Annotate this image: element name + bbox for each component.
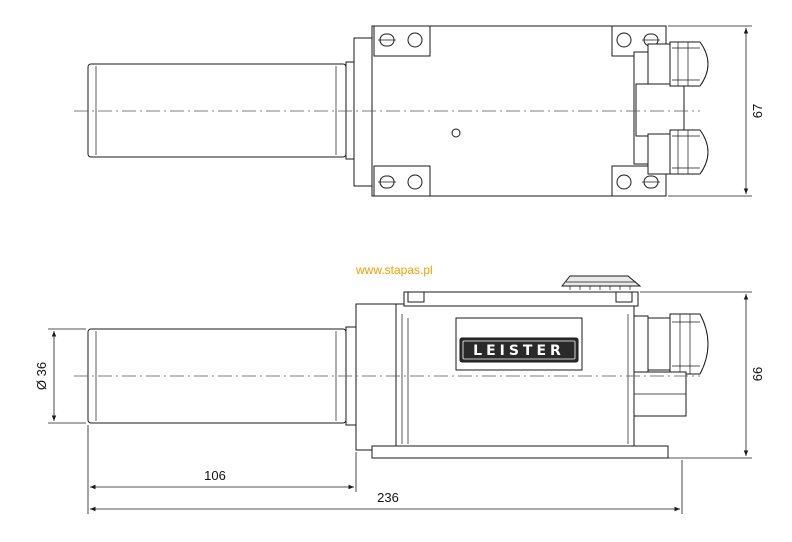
dimension-tube-length: 106 [204,468,226,483]
flange-side [355,303,397,451]
dimension-tube-diameter: Ø 36 [34,362,49,390]
dimension-side-height: 66 [750,367,765,381]
cable-gland-side [647,317,671,371]
side-view: LEISTER 66 Ø 36 106 236 [34,275,765,514]
top-view: 67 [74,25,765,197]
brand-label: LEISTER [473,343,565,359]
top-fitting [560,275,642,287]
heating-tube-top [87,63,347,158]
cable-gland-upper [647,43,671,85]
dimension-top-height: 67 [750,104,765,118]
cable-gland-lower [647,133,671,175]
watermark-url: www.stapas.pl [355,263,433,277]
dimension-overall-length: 236 [377,490,399,505]
